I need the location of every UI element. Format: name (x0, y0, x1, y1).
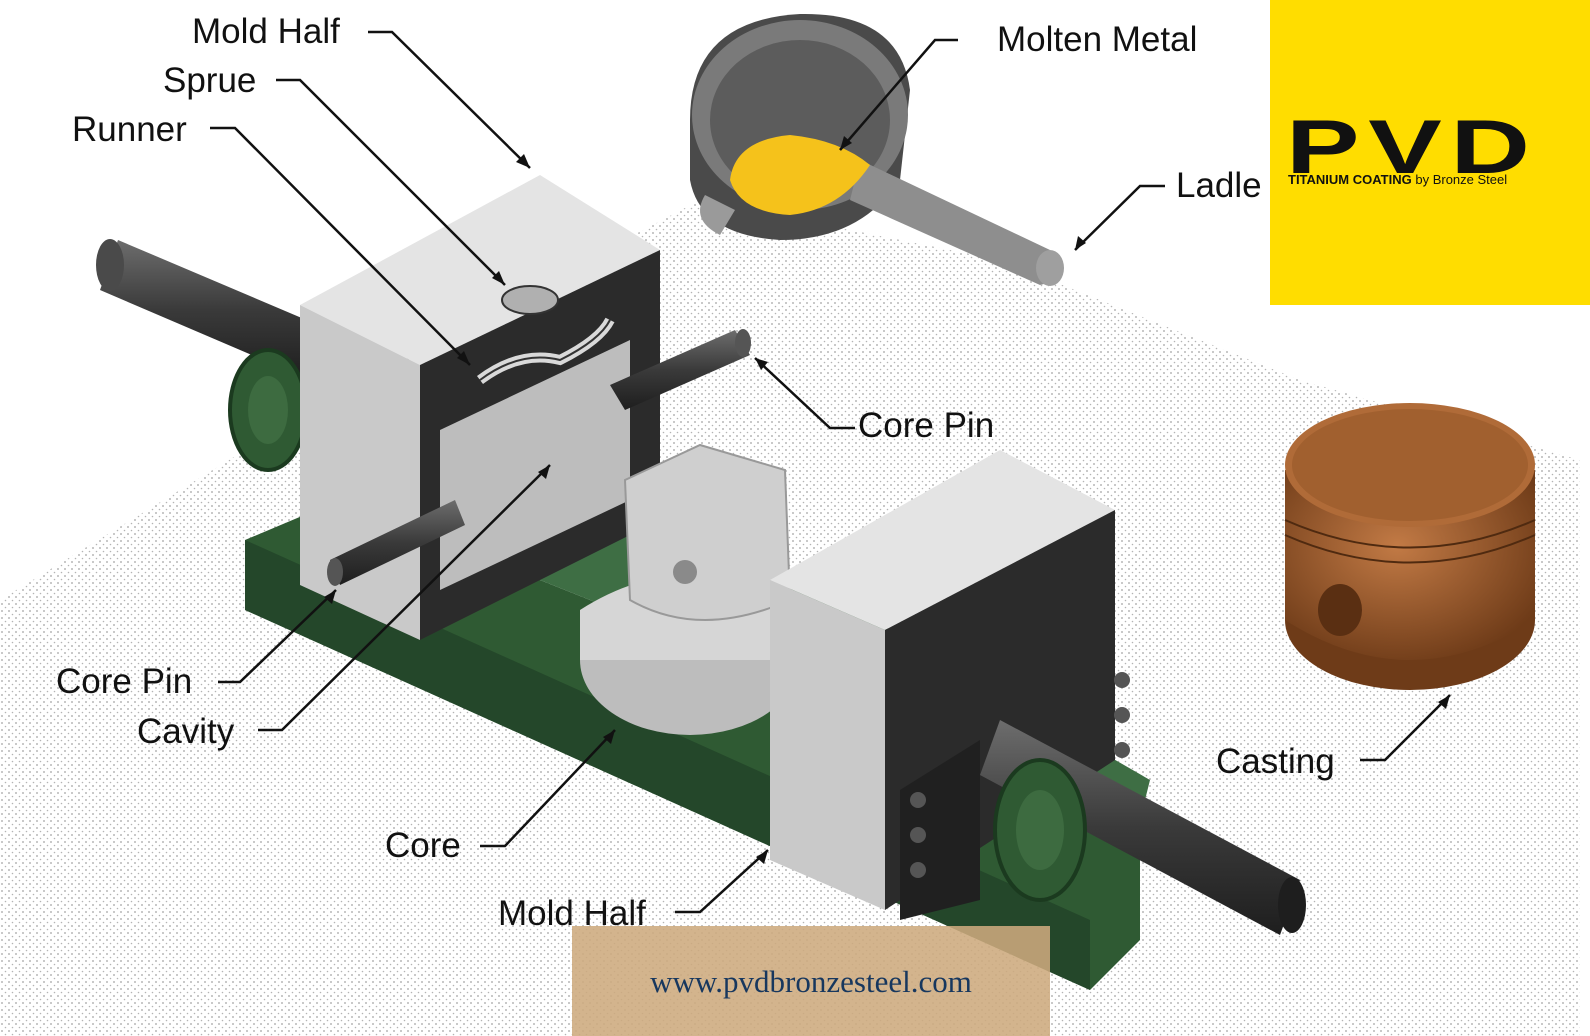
right-handwheel (993, 758, 1087, 902)
label-molten-metal: Molten Metal (997, 20, 1198, 59)
right-mold-half (770, 450, 1130, 920)
label-core-pin-right: Core Pin (858, 406, 995, 445)
label-mold-half-top: Mold Half (192, 12, 340, 51)
core-pin-upper (610, 329, 751, 410)
label-sprue: Sprue (163, 61, 257, 100)
left-shaft (96, 239, 330, 380)
label-cavity: Cavity (137, 712, 235, 751)
label-mold-half-bottom: Mold Half (498, 894, 646, 933)
label-casting: Casting (1216, 742, 1335, 781)
molten-metal-pool (730, 135, 870, 215)
footer-url: www.pvdbronzesteel.com (650, 964, 972, 999)
label-core: Core (385, 826, 461, 865)
casting (1284, 403, 1536, 690)
left-handwheel (228, 348, 308, 472)
logo-tagline-bold: TITANIUM COATING (1288, 172, 1412, 187)
footer-watermark: www.pvdbronzesteel.com (572, 926, 1050, 1036)
core (580, 443, 800, 735)
logo-wordmark: PVD (1286, 105, 1539, 190)
left-mold-half (300, 175, 660, 640)
label-ladle: Ladle (1176, 166, 1262, 205)
label-core-pin-left: Core Pin (56, 662, 193, 701)
pvd-logo: PVD TITANIUM COATING by Bronze Steel (1270, 0, 1590, 305)
core-pin-lower (327, 500, 465, 586)
leader-arrowheads (324, 136, 1450, 864)
label-runner: Runner (72, 110, 187, 149)
logo-tagline: TITANIUM COATING by Bronze Steel (1288, 172, 1507, 187)
leader-lines (210, 30, 1451, 914)
logo-tagline-rest: by Bronze Steel (1411, 172, 1508, 187)
